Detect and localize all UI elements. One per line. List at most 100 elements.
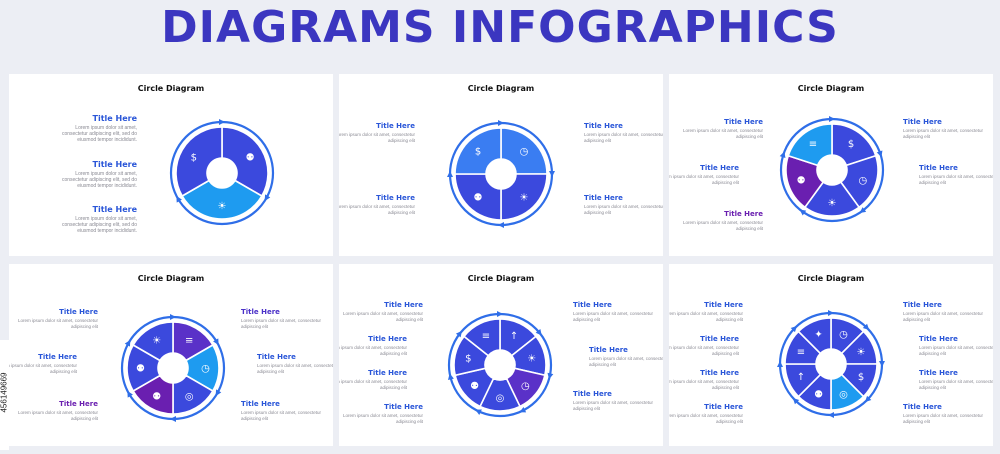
circle-diagram[interactable]: ≡◷◎⚉⚉☀ bbox=[113, 308, 233, 428]
ring-arrow-icon bbox=[448, 373, 454, 380]
circle-diagram[interactable]: ◷☀⚉$ bbox=[445, 118, 557, 230]
label-title: Title Here bbox=[584, 122, 623, 130]
label-title: Title Here bbox=[573, 301, 612, 309]
label-text: Lorem ipsum dolor sit amet, consectetur … bbox=[61, 171, 137, 189]
rocket-icon: ↑ bbox=[797, 372, 805, 383]
label-text: Lorem ipsum dolor sit amet, consectetur … bbox=[339, 345, 407, 356]
label-text: Lorem ipsum dolor sit amet, consectetur … bbox=[669, 413, 743, 424]
pie-segment[interactable] bbox=[454, 367, 495, 408]
circle-diagram[interactable]: ◷☀$◎⚉↑≡✦ bbox=[771, 304, 891, 424]
pie-segment[interactable] bbox=[784, 330, 822, 365]
pie-segment[interactable] bbox=[172, 321, 214, 362]
pie-segment[interactable] bbox=[830, 317, 865, 355]
pie-segment[interactable] bbox=[785, 154, 825, 209]
pie-segment[interactable] bbox=[510, 335, 547, 377]
page-title: DIAGRAMS INFOGRAPHICS bbox=[161, 2, 839, 53]
ring-arrow-icon bbox=[124, 339, 131, 347]
label-text: Lorem ipsum dolor sit amet, consectetur … bbox=[339, 379, 407, 390]
ring-arrow-icon bbox=[779, 151, 786, 159]
label-title: Title Here bbox=[59, 400, 98, 408]
money-hand-icon: $ bbox=[848, 139, 854, 150]
circle-diagram[interactable]: $◷☀⚉≡ bbox=[774, 112, 890, 228]
label-title: Title Here bbox=[257, 353, 296, 361]
label-title: Title Here bbox=[368, 335, 407, 343]
pie-segment[interactable] bbox=[797, 373, 832, 411]
label-text: Lorem ipsum dolor sit amet, consectetur … bbox=[682, 128, 763, 139]
label-title: Title Here bbox=[700, 335, 739, 343]
label-text: Lorem ipsum dolor sit amet, consectetur … bbox=[9, 363, 77, 374]
pie-segment[interactable] bbox=[181, 179, 263, 220]
pie-segment[interactable] bbox=[784, 363, 822, 398]
pie-segment[interactable] bbox=[797, 317, 832, 355]
label-title: Title Here bbox=[384, 301, 423, 309]
clock-icon: ◷ bbox=[859, 176, 868, 187]
pie-segment[interactable] bbox=[175, 126, 223, 198]
pie-segment[interactable] bbox=[221, 126, 269, 198]
team-icon: ⚉ bbox=[152, 392, 161, 403]
label-title: Title Here bbox=[700, 164, 739, 172]
card-title: Circle Diagram bbox=[797, 274, 865, 283]
label-text: Lorem ipsum dolor sit amet, consectetur … bbox=[573, 400, 654, 411]
center-hole bbox=[817, 350, 845, 378]
pie-segment[interactable] bbox=[831, 123, 877, 167]
label-title: Title Here bbox=[241, 400, 280, 408]
label-title: Title Here bbox=[92, 205, 137, 214]
ring-arrow-icon bbox=[859, 207, 867, 214]
label-text: Lorem ipsum dolor sit amet, consectetur … bbox=[584, 204, 663, 215]
pie-segment[interactable] bbox=[500, 173, 548, 221]
label-text: Lorem ipsum dolor sit amet, consectetur … bbox=[342, 413, 423, 424]
card-title: Circle Diagram bbox=[797, 84, 865, 93]
pie-segment[interactable] bbox=[172, 374, 214, 415]
label-title: Title Here bbox=[584, 194, 623, 202]
label-text: Lorem ipsum dolor sit amet, consectetur … bbox=[17, 318, 98, 329]
ring-arrow-icon bbox=[475, 409, 482, 415]
money-hand-icon: $ bbox=[475, 147, 481, 158]
label-text: Lorem ipsum dolor sit amet, consectetur … bbox=[669, 311, 743, 322]
pie-segment[interactable] bbox=[499, 318, 538, 357]
label-title: Title Here bbox=[724, 210, 763, 218]
pie-segment[interactable] bbox=[500, 127, 548, 175]
pie-segment[interactable] bbox=[840, 330, 878, 365]
clock-icon: ◷ bbox=[839, 329, 848, 340]
pie-segment[interactable] bbox=[132, 321, 174, 362]
ring-arrow-icon bbox=[498, 222, 504, 228]
ring-arrow-icon bbox=[879, 361, 885, 367]
pie-segment[interactable] bbox=[462, 318, 501, 357]
label-text: Lorem ipsum dolor sit amet, consectetur … bbox=[573, 311, 654, 322]
money-hand-icon: $ bbox=[858, 372, 864, 383]
label-title: Title Here bbox=[38, 353, 77, 361]
pie-segment[interactable] bbox=[787, 123, 833, 167]
pie-segment[interactable] bbox=[830, 373, 865, 411]
chart-icon: ≡ bbox=[482, 331, 490, 342]
target-icon: ◎ bbox=[496, 393, 505, 404]
chart-icon: ≡ bbox=[797, 347, 805, 358]
team-icon: ⚉ bbox=[474, 192, 483, 203]
label-text: Lorem ipsum dolor sit amet, consectetur … bbox=[919, 345, 993, 356]
ring-arrow-icon bbox=[535, 328, 542, 336]
label-text: Lorem ipsum dolor sit amet, consectetur … bbox=[61, 125, 137, 143]
pie-segment[interactable] bbox=[454, 127, 502, 175]
label-text: Lorem ipsum dolor sit amet, consectetur … bbox=[669, 174, 739, 185]
pie-segment[interactable] bbox=[453, 335, 490, 377]
pie-segment[interactable] bbox=[840, 363, 878, 398]
circle-diagram[interactable]: ⚉☀$ bbox=[167, 118, 277, 228]
ring-arrow-icon bbox=[455, 330, 462, 338]
pie-segment[interactable] bbox=[454, 173, 502, 221]
circle-diagram[interactable]: ↑☀◷◎⚉$≡ bbox=[439, 304, 561, 426]
pie-segment[interactable] bbox=[132, 374, 174, 415]
pie-segment[interactable] bbox=[803, 181, 861, 217]
